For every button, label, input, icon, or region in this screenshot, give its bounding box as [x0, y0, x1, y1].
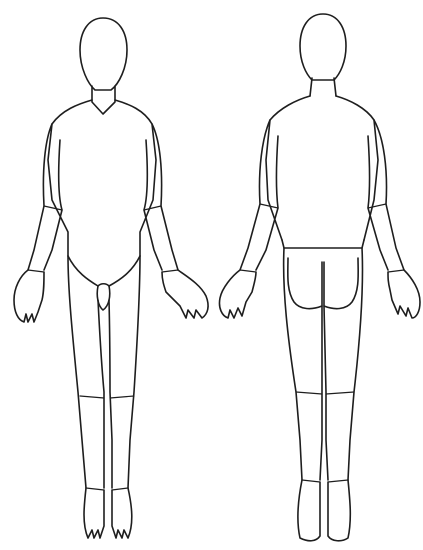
back-right-arm-cuff: [368, 204, 404, 272]
front-head: [80, 18, 127, 90]
back-head: [300, 14, 346, 80]
front-right-arm-cuff: [28, 206, 62, 272]
front-left-arm-cuff: [144, 206, 178, 272]
back-right-hand: [388, 270, 420, 318]
front-ankle-lines: [86, 488, 128, 490]
front-right-hand: [14, 270, 44, 322]
back-buttocks: [288, 258, 358, 309]
front-left-hand: [162, 270, 208, 318]
front-groin: [97, 284, 110, 310]
back-knee-lines: [296, 392, 354, 394]
back-body-figure: [219, 14, 420, 541]
back-left-arm: [240, 120, 278, 270]
front-knee-lines: [80, 396, 134, 398]
front-right-arm: [28, 124, 62, 270]
front-body-figure: [14, 18, 208, 538]
front-legs: [68, 256, 140, 488]
back-left-hand: [219, 270, 256, 318]
back-legs: [284, 248, 363, 480]
back-waist: [282, 240, 364, 248]
front-left-arm: [144, 124, 178, 270]
front-right-foot: [84, 488, 104, 538]
back-torso: [266, 96, 378, 240]
back-right-arm: [368, 120, 404, 270]
front-left-foot: [112, 488, 132, 538]
front-hip-lines: [68, 256, 140, 286]
back-right-foot: [328, 480, 350, 541]
back-ankle-lines: [302, 480, 348, 482]
back-left-foot: [298, 480, 320, 541]
front-torso: [48, 100, 156, 256]
